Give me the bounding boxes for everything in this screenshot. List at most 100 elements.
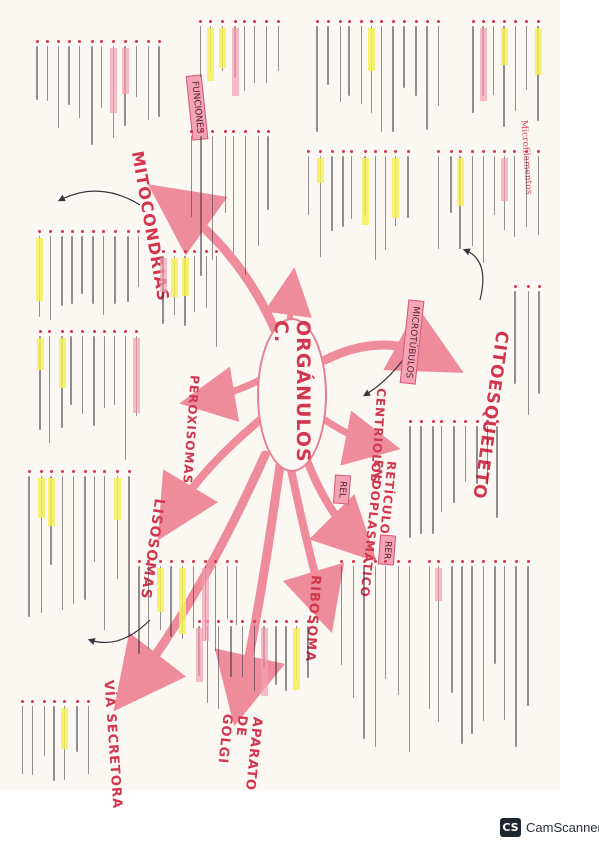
list-bullet <box>274 620 278 623</box>
list-bullet <box>70 230 74 233</box>
handwritten-line <box>515 566 517 748</box>
handwritten-line <box>46 46 49 101</box>
list-bullet <box>419 420 423 423</box>
handwritten-line <box>135 46 138 98</box>
handwritten-line <box>265 26 268 84</box>
label-rel: REL <box>333 474 351 505</box>
list-bullet <box>408 420 412 423</box>
list-bullet <box>284 620 288 623</box>
list-bullet <box>233 20 237 23</box>
highlighter-mark <box>368 28 376 71</box>
list-bullet <box>526 285 530 288</box>
list-bullet <box>252 620 256 623</box>
handwritten-line <box>494 566 496 664</box>
handwritten-line <box>137 236 140 287</box>
camscanner-badge: CS CamScanner <box>500 816 599 838</box>
handwritten-line <box>407 156 409 218</box>
handwritten-line <box>374 566 377 747</box>
list-bullet <box>452 420 456 423</box>
arrow-to-citoesqueleto <box>320 306 464 373</box>
handwritten-line <box>81 236 83 294</box>
handwritten-line <box>267 136 269 211</box>
handwritten-line <box>253 26 256 83</box>
handwritten-line <box>214 566 217 651</box>
list-bullet <box>60 230 64 233</box>
handwritten-line <box>230 626 232 677</box>
handwritten-line <box>426 26 428 131</box>
list-bullet <box>492 150 496 153</box>
handwritten-line <box>476 426 478 485</box>
handwritten-line <box>471 566 473 735</box>
handwritten-line <box>53 706 55 782</box>
handwritten-line <box>68 46 70 105</box>
handwritten-line <box>492 26 494 95</box>
handwritten-line <box>525 156 527 227</box>
list-bullet <box>209 20 213 23</box>
arrow-cito-left <box>462 248 484 301</box>
list-bullet <box>147 40 150 43</box>
list-bullet <box>262 620 266 623</box>
list-bullet <box>330 150 334 153</box>
highlighter-mark <box>36 238 44 301</box>
handwritten-line <box>461 566 463 745</box>
highlighter-mark <box>109 48 117 113</box>
handwritten-line <box>450 156 452 213</box>
handwritten-line <box>257 136 259 246</box>
highlighter-mark <box>181 258 189 296</box>
handwritten-line <box>244 136 246 275</box>
handwritten-line <box>71 236 73 305</box>
handwritten-line <box>392 26 394 132</box>
list-bullet <box>83 470 87 473</box>
list-bullet <box>383 150 387 153</box>
highlighter-mark <box>260 628 268 696</box>
handwritten-line <box>327 26 329 86</box>
list-bullet <box>223 130 227 133</box>
handwritten-line <box>493 156 495 215</box>
handwritten-line <box>81 336 84 415</box>
handwritten-line <box>253 626 255 691</box>
handwritten-line <box>437 156 439 249</box>
handwritten-line <box>342 156 344 227</box>
highlighter-mark <box>317 158 325 184</box>
list-bullet <box>471 20 475 23</box>
highlighter-mark <box>114 478 122 521</box>
list-bullet <box>326 20 330 23</box>
list-bullet <box>137 560 141 563</box>
highlighter-mark <box>500 28 508 65</box>
list-bullet <box>396 560 400 563</box>
handwritten-line <box>199 26 202 77</box>
handwritten-line <box>70 336 72 405</box>
list-bullet <box>60 330 64 333</box>
list-bullet <box>52 700 56 703</box>
camscanner-label: CamScanner <box>526 819 599 835</box>
highlighter-mark <box>47 478 55 526</box>
list-bullet <box>406 150 410 153</box>
highlighter-mark <box>157 568 165 612</box>
list-bullet <box>91 230 95 233</box>
list-bullet <box>243 130 247 133</box>
arrow-lisosomas-link <box>87 619 151 645</box>
list-bullet <box>183 250 187 253</box>
arrow-to-golgi <box>214 460 285 727</box>
arrow-to-peroxisomas <box>179 366 264 422</box>
highlighter-mark <box>435 568 443 602</box>
handwritten-line <box>464 426 467 482</box>
highlighter-mark <box>171 258 179 297</box>
handwritten-line <box>514 291 516 384</box>
list-bullet <box>491 20 495 23</box>
list-bullet <box>197 620 201 623</box>
list-bullet <box>536 20 540 23</box>
arrow-to-reticulo <box>301 451 377 562</box>
handwritten-line <box>193 256 196 312</box>
handwritten-line <box>128 476 130 637</box>
list-bullet <box>229 620 233 623</box>
camscanner-icon: CS <box>500 817 521 837</box>
list-bullet <box>75 700 79 703</box>
handwritten-line <box>339 26 341 102</box>
list-bullet <box>40 470 43 473</box>
handwritten-line <box>103 336 106 409</box>
handwritten-line <box>472 26 474 114</box>
highlighter-mark <box>121 48 129 95</box>
handwritten-line <box>307 156 310 216</box>
highlighter-mark <box>361 158 369 225</box>
